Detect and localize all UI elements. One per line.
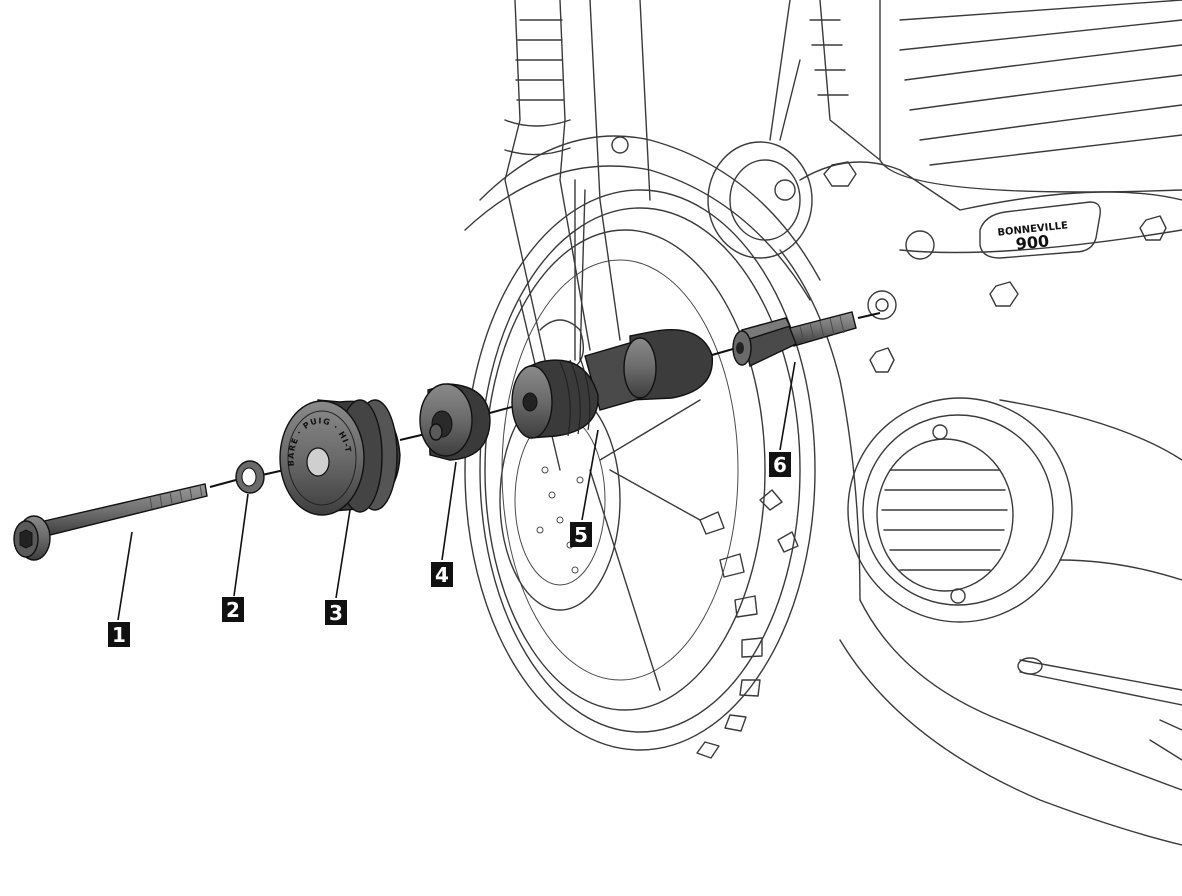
callout-2: 2 [222,597,244,622]
horn [707,0,813,259]
engine-block [779,161,1182,846]
motorcycle-background: BONNEVILLE 900 [464,0,1182,846]
front-fork [504,0,651,371]
callout-4: 4 [431,562,453,587]
leader-5 [581,429,599,521]
callout-6-label: 6 [773,453,787,477]
engine-cover [847,397,1182,623]
model-name-plate: BONNEVILLE 900 [979,201,1101,259]
lower-frame [1017,657,1182,761]
plate-line-2: 900 [1015,231,1050,253]
leader-3 [335,509,351,599]
callout-4-label: 4 [435,563,449,587]
part-adapter-tube [511,328,713,439]
puck-embossing: BARE · PUIG · HI-TECH PARTS · [0,0,353,467]
leader-4 [441,461,457,561]
callout-1-label: 1 [112,623,126,647]
callout-5: 5 [570,522,592,547]
part-slider-puck: BARE · PUIG · HI-TECH PARTS · [0,0,401,516]
front-mudguard [464,135,821,301]
leader-6 [779,361,796,451]
callout-5-label: 5 [574,523,588,547]
front-wheel [464,189,816,759]
part-bolt [13,483,208,561]
part-threaded-stud [732,311,857,368]
engine-cylinder [809,0,1182,193]
part-washer [235,460,265,494]
callout-1: 1 [108,622,130,647]
callout-6: 6 [769,452,791,477]
leader-1 [117,531,133,621]
part-spacer-bush [419,383,491,461]
callout-2-label: 2 [226,598,240,622]
leader-2 [233,493,249,597]
leader-lines [117,361,796,621]
callout-3: 3 [325,600,347,625]
callout-3-label: 3 [329,601,343,625]
